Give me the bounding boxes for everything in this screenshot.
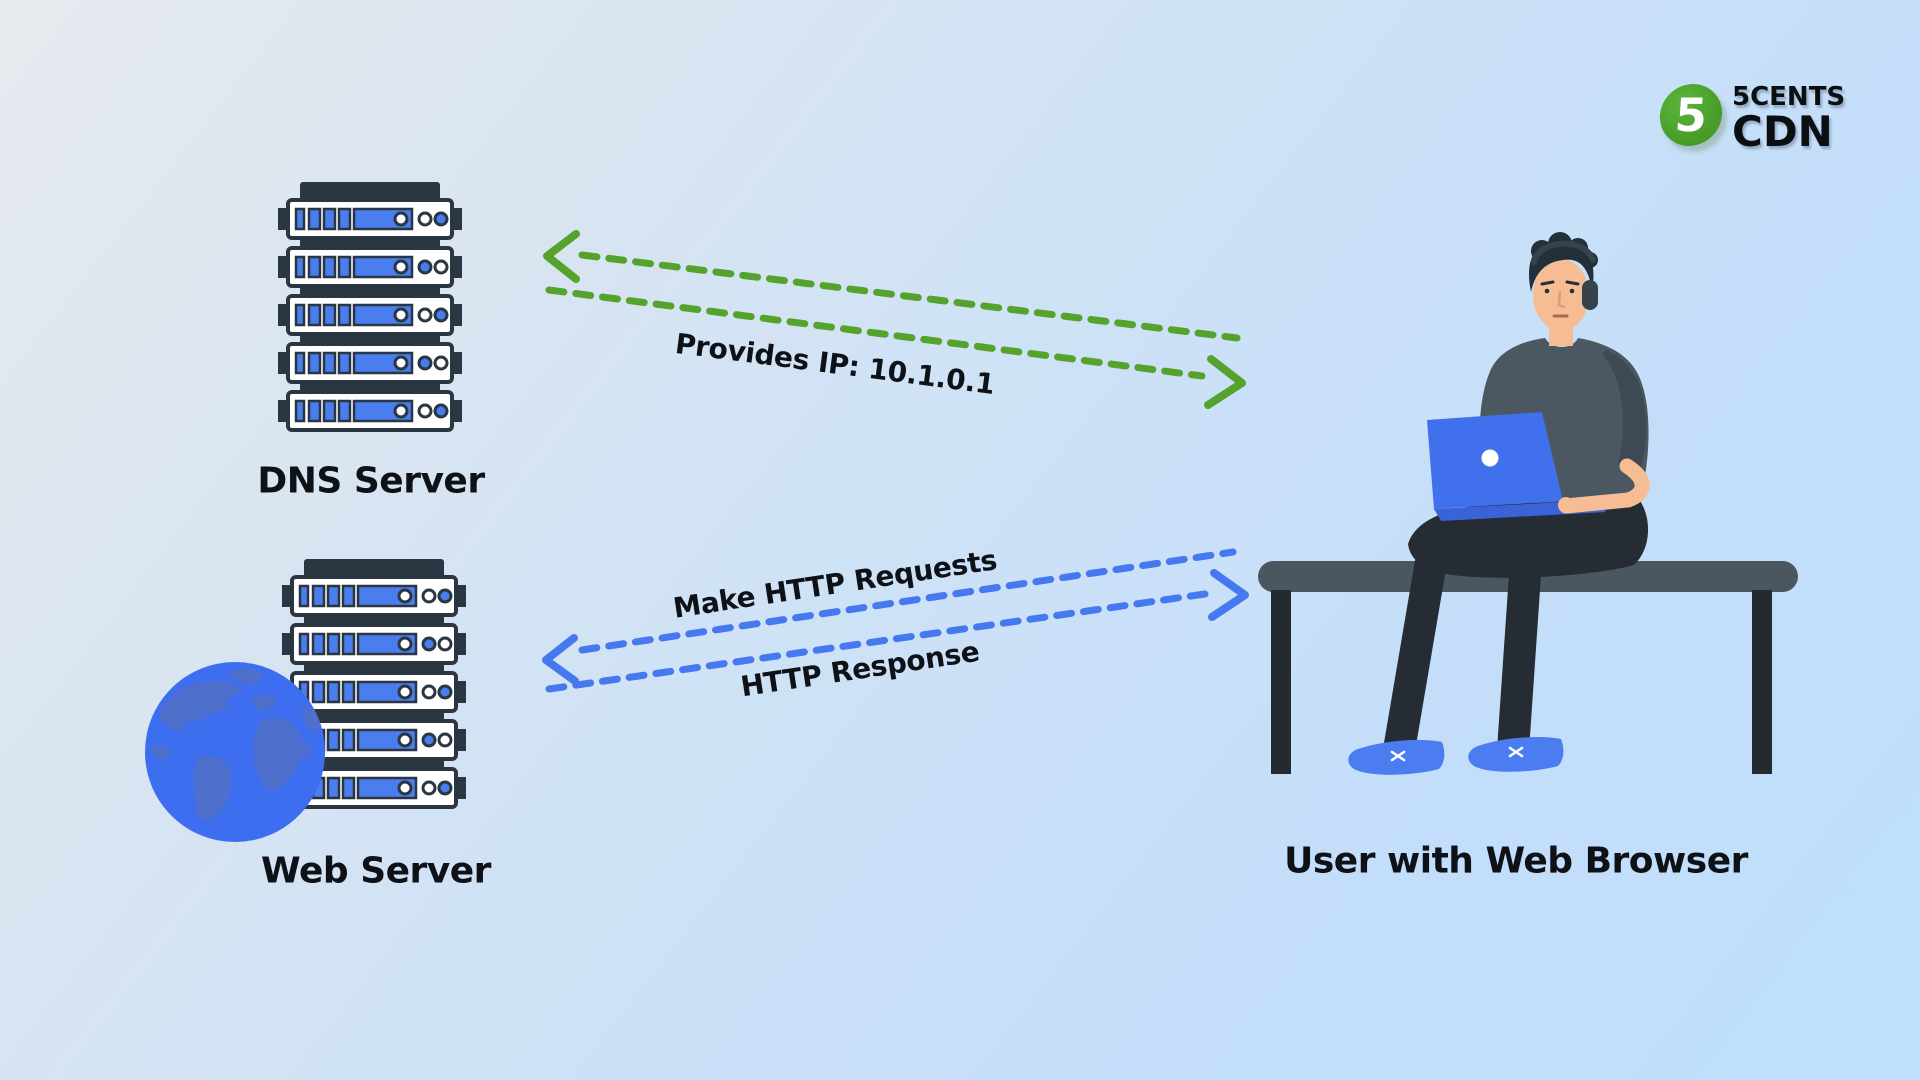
person	[1348, 232, 1650, 775]
continents	[151, 668, 325, 821]
logo-text: 5CENTS CDN	[1732, 84, 1845, 153]
logo-name-bottom: CDN	[1732, 107, 1833, 156]
brand-logo: 5 5CENTS CDN	[1657, 84, 1845, 153]
dns-query-arrow	[543, 230, 1241, 342]
arrowhead-left-icon	[542, 634, 579, 685]
shoes	[1348, 737, 1564, 775]
globe-icon	[145, 662, 325, 842]
arrowhead-right-icon	[1208, 569, 1249, 621]
dns-server-label: DNS Server	[257, 460, 485, 502]
face	[1540, 280, 1580, 318]
logo-name-top: 5CENTS	[1732, 82, 1846, 112]
arrowhead-right-icon	[1204, 355, 1246, 409]
logo-badge-icon: 5	[1657, 84, 1725, 146]
web-server-label: Web Server	[261, 850, 491, 892]
headphones-icon	[1531, 240, 1598, 310]
http-request-arrow	[542, 548, 1237, 685]
user-label: User with Web Browser	[1284, 840, 1748, 882]
http-response-arrow	[545, 569, 1249, 693]
dns-response-arrow	[545, 286, 1246, 409]
arrowhead-left-icon	[543, 230, 580, 283]
bench	[1258, 561, 1798, 774]
